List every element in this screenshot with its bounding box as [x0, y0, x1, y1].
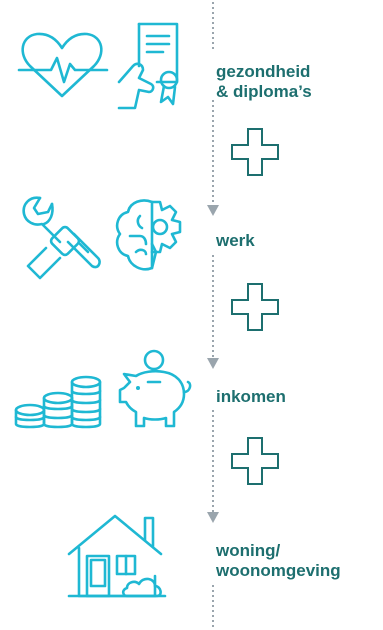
step-label-work: werk — [216, 231, 255, 251]
plus-icon — [231, 437, 279, 485]
step-label-line: gezondheid — [216, 62, 311, 81]
arrow-down-icon — [207, 512, 219, 523]
arrow-down-icon — [207, 205, 219, 216]
plus-icon — [231, 128, 279, 176]
step-label-line: werk — [216, 231, 255, 250]
diploma-in-hand-icon — [117, 22, 179, 110]
step-label-line: inkomen — [216, 387, 286, 406]
plus-icon — [231, 283, 279, 331]
step-label-health-diplomas: gezondheid & diploma’s — [216, 62, 312, 102]
wrench-hand-icon — [22, 196, 101, 280]
heart-pulse-icon — [17, 32, 109, 98]
brain-gear-icon — [115, 199, 182, 271]
step-label-housing: woning/ woonomgeving — [216, 541, 341, 581]
piggy-bank-icon — [118, 349, 192, 428]
step-label-line: & diploma’s — [216, 82, 312, 101]
step-label-income: inkomen — [216, 387, 286, 407]
house-icon — [67, 514, 167, 598]
coin-stacks-icon — [14, 375, 102, 429]
step-label-line: woonomgeving — [216, 561, 341, 580]
step-label-line: woning/ — [216, 541, 281, 560]
arrow-down-icon — [207, 358, 219, 369]
